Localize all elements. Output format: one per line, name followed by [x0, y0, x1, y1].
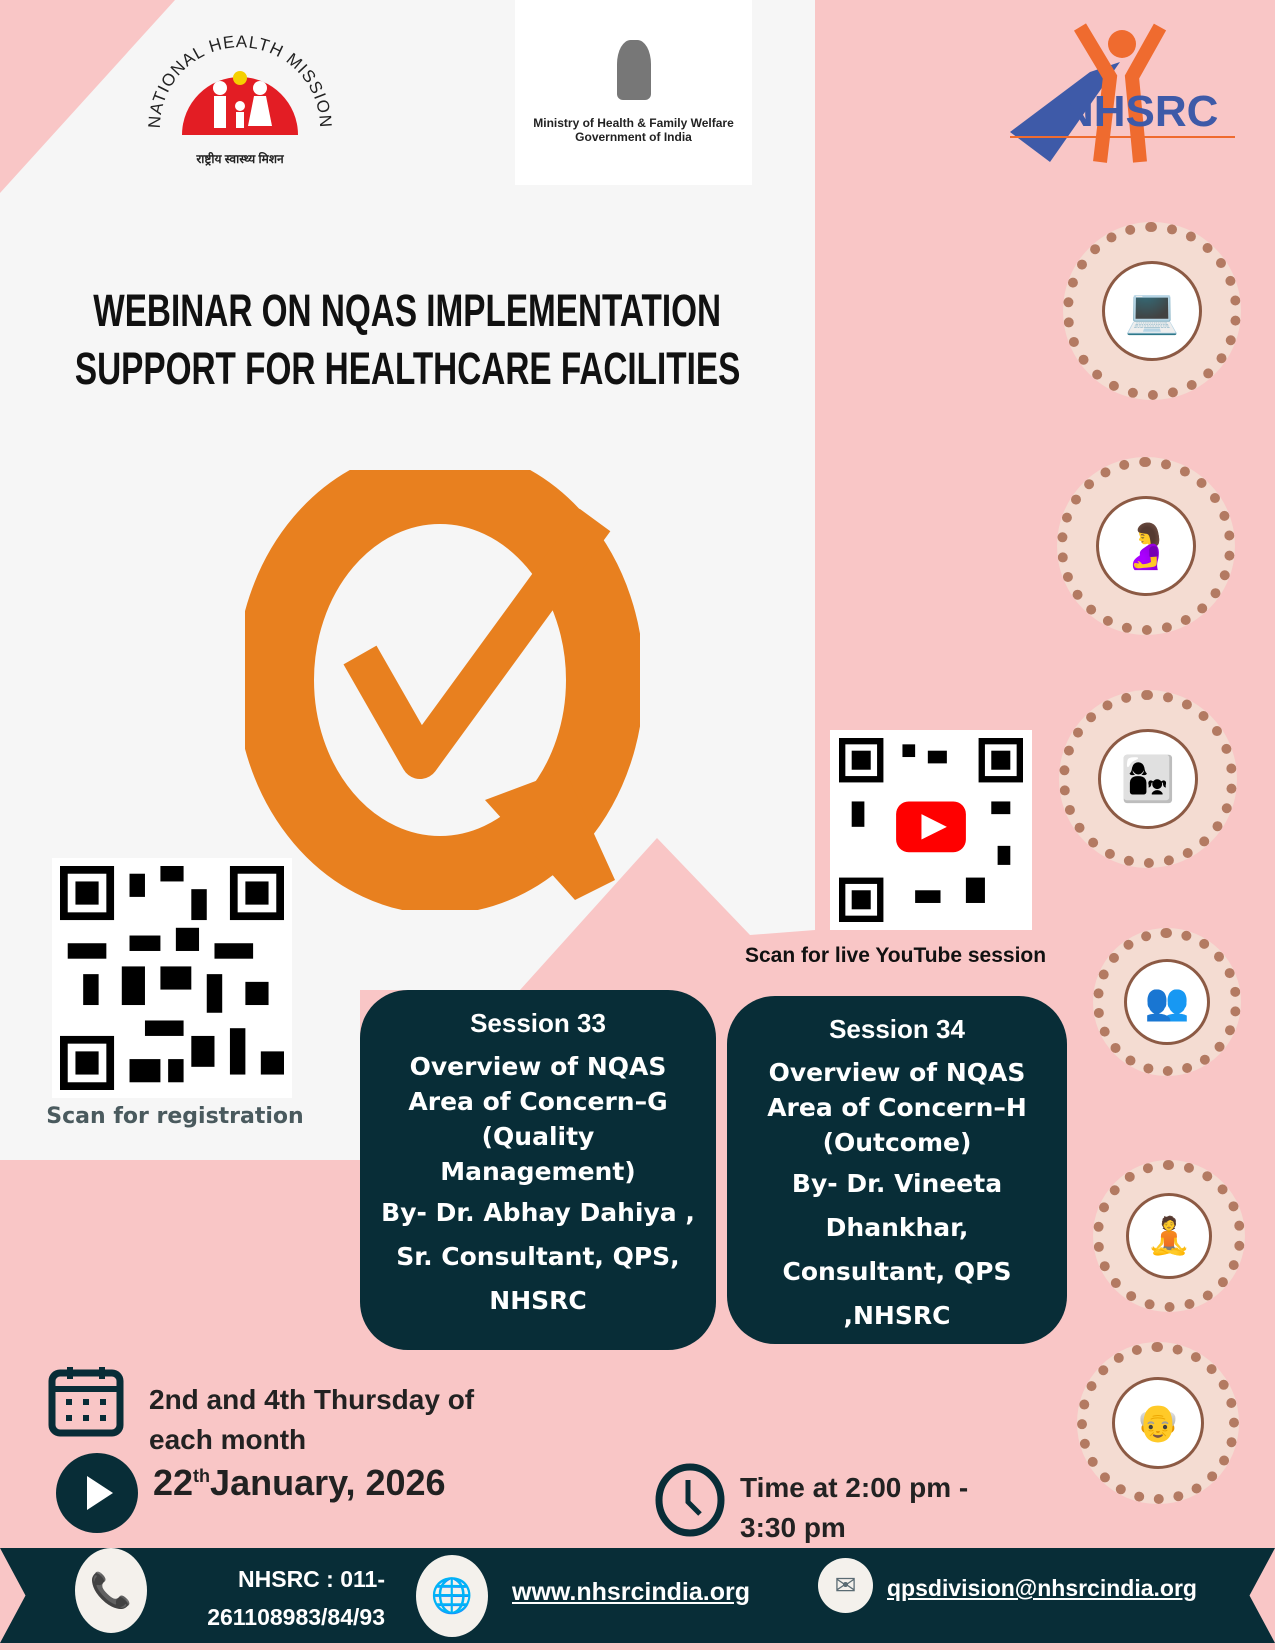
registration-qr-label: Scan for registration — [46, 1104, 304, 1129]
title-line-2: SUPPORT FOR HEALTHCARE FACILITIES — [0, 343, 815, 395]
session-topic: Overview of NQAS — [768, 1058, 1026, 1087]
qr-code-icon — [60, 866, 284, 1090]
nhm-logo: NATIONAL HEALTH MISSION राष्ट्रीय स्वास्… — [140, 10, 340, 175]
session-speaker: Dhankhar, — [825, 1213, 969, 1242]
footer-contact-bar — [0, 1548, 1275, 1643]
nhm-emblem-icon: NATIONAL HEALTH MISSION — [145, 32, 334, 135]
phone-icon: 📞 — [75, 1548, 147, 1633]
session-speaker-org: ,NHSRC — [843, 1301, 951, 1330]
time-line-1: Time at 2:00 pm - — [740, 1472, 969, 1503]
illustration-elderly-care: 👴 — [1077, 1342, 1239, 1504]
illustration-maternal-care: 🤰 — [1057, 457, 1235, 635]
session-topic: (Quality — [481, 1122, 595, 1151]
title-line-1-text: WEBINAR ON NQAS IMPLEMENTATION — [93, 285, 722, 336]
calendar-icon — [48, 1367, 124, 1437]
recurrence-line-1: 2nd and 4th Thursday of — [149, 1384, 475, 1415]
session-speaker: By- Dr. Abhay Dahiya , — [381, 1198, 695, 1227]
session-card-34: Session 34 Overview of NQAS Area of Conc… — [727, 996, 1067, 1344]
title-line-2-text: SUPPORT FOR HEALTHCARE FACILITIES — [74, 343, 741, 394]
video-call-icon: 💻 — [1102, 261, 1202, 361]
nhsrc-logo: NHSRC — [1010, 22, 1235, 167]
phone-number[interactable]: NHSRC : 011-261108983/84/93 — [207, 1566, 385, 1630]
session-topic: Area of Concern–G — [408, 1087, 668, 1116]
title-line-1: WEBINAR ON NQAS IMPLEMENTATION — [0, 285, 815, 337]
ministry-logo: Ministry of Health & Family Welfare Gove… — [515, 0, 752, 185]
ministry-name: Ministry of Health & Family Welfare — [533, 116, 734, 130]
recurrence-line-2: each month — [149, 1424, 307, 1455]
maternal-care-icon: 🤰 — [1096, 496, 1196, 596]
session-speaker-role: Consultant, QPS — [782, 1257, 1012, 1286]
session-topic: Management) — [440, 1157, 636, 1186]
illustration-video-call: 💻 — [1063, 222, 1241, 400]
registration-qr-code[interactable] — [52, 858, 292, 1098]
session-speaker-role: Sr. Consultant, QPS, — [396, 1242, 680, 1271]
clock-icon — [655, 1463, 725, 1537]
youtube-qr-code[interactable] — [830, 730, 1032, 930]
email-link[interactable]: qpsdivision@nhsrcindia.org — [887, 1575, 1197, 1601]
website-link[interactable]: www.nhsrcindia.org — [512, 1578, 750, 1606]
government-name: Government of India — [575, 130, 692, 144]
session-topic: Overview of NQAS — [409, 1052, 667, 1081]
illustration-yoga: 🧘 — [1093, 1160, 1245, 1312]
elderly-care-icon: 👴 — [1112, 1377, 1204, 1469]
session-topic: Area of Concern–H — [767, 1093, 1027, 1122]
session-speaker: By- Dr. Vineeta — [791, 1169, 1003, 1198]
qr-code-icon — [839, 738, 1023, 922]
session-topic: (Outcome) — [822, 1128, 972, 1157]
session-card-33: Session 33 Overview of NQAS Area of Conc… — [360, 990, 716, 1350]
illustration-community: 👥 — [1093, 928, 1241, 1076]
youtube-qr-label: Scan for live YouTube session — [745, 944, 1047, 967]
yoga-icon: 🧘 — [1126, 1193, 1212, 1279]
illustration-child-care: 👩‍👧 — [1059, 690, 1237, 868]
nhm-hindi-text: राष्ट्रीय स्वास्थ्य मिशन — [196, 152, 284, 166]
community-icon: 👥 — [1124, 959, 1210, 1045]
session-speaker-org: NHSRC — [489, 1286, 587, 1315]
nqas-q-logo — [245, 470, 640, 910]
session-number: Session 33 — [470, 1008, 606, 1038]
nhsrc-logo-text: NHSRC — [1062, 87, 1219, 136]
play-icon — [56, 1453, 138, 1533]
child-care-icon: 👩‍👧 — [1098, 729, 1198, 829]
emblem-icon — [616, 40, 651, 100]
mail-icon: ✉ — [818, 1558, 873, 1613]
globe-icon: 🌐 — [416, 1555, 488, 1637]
time-line-2: 3:30 pm — [740, 1512, 846, 1543]
session-date: 22thJanuary, 2026 — [153, 1462, 446, 1503]
session-number: Session 34 — [829, 1014, 965, 1044]
